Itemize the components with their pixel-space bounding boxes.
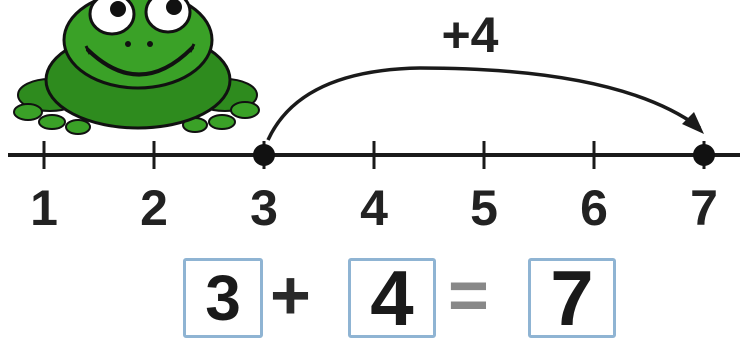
equals-sign: = bbox=[448, 256, 489, 334]
arrowhead-icon bbox=[682, 112, 704, 134]
tick-label-3: 3 bbox=[250, 180, 278, 236]
tick-label-2: 2 bbox=[140, 180, 168, 236]
result-box: 7 bbox=[528, 254, 616, 342]
tick-label-4: 4 bbox=[360, 180, 388, 236]
tick-label-7: 7 bbox=[690, 180, 718, 236]
second-addend-box: 4 bbox=[348, 254, 436, 342]
tick-label-5: 5 bbox=[470, 180, 498, 236]
start-point bbox=[253, 144, 275, 166]
frog-icon bbox=[13, 0, 260, 135]
tick-label-group: 1 2 3 4 5 6 7 bbox=[30, 180, 718, 236]
tick-label-6: 6 bbox=[580, 180, 608, 236]
plus-sign: + bbox=[270, 256, 311, 334]
marked-point-group bbox=[253, 144, 715, 166]
result: 7 bbox=[550, 253, 594, 342]
end-point bbox=[693, 144, 715, 166]
jump-arc bbox=[266, 66, 702, 141]
first-addend-box: 3 bbox=[183, 258, 263, 338]
tick-label-1: 1 bbox=[30, 180, 58, 236]
jump-label: +4 bbox=[441, 7, 498, 63]
first-addend: 3 bbox=[205, 262, 241, 334]
second-addend: 4 bbox=[370, 253, 414, 342]
